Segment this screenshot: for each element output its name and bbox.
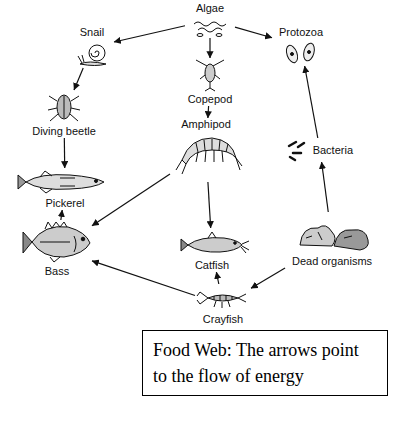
- organism-node: Amphipod: [170, 118, 242, 182]
- diving-beetle-picture: [48, 95, 80, 121]
- organism-node: Snail: [70, 26, 114, 68]
- algae-picture-part: [197, 34, 203, 37]
- amphipod-picture-part: [196, 150, 223, 162]
- bacteria-picture-part: [289, 142, 304, 160]
- pickerel-picture-part: [18, 175, 26, 189]
- organism-node: Bacteria: [285, 138, 355, 162]
- energy-arrow: [209, 38, 210, 58]
- snail-picture-part: [91, 51, 99, 57]
- amphipod-picture-part: [176, 158, 242, 174]
- dead-organisms-picture-part: [306, 232, 352, 240]
- organism-node: Pickerel: [20, 168, 110, 210]
- protozoa-picture-part: [302, 42, 316, 62]
- algae-picture-part: [216, 34, 222, 37]
- energy-arrow: [216, 272, 218, 284]
- copepod-picture: [196, 60, 224, 91]
- snail-picture-part: [80, 62, 106, 66]
- bass-picture-part: [81, 237, 85, 241]
- energy-arrow: [207, 106, 209, 118]
- protozoa-picture: [284, 42, 316, 64]
- bass-picture-part: [40, 236, 76, 252]
- algae-picture-part: [198, 28, 222, 32]
- dead-organisms-picture-part: [334, 230, 368, 250]
- organism-node: Diving beetle: [28, 90, 100, 138]
- catfish-picture-part: [188, 238, 242, 252]
- dead-organisms-picture: [300, 226, 368, 250]
- organism-label: Bacteria: [313, 144, 353, 157]
- copepod-picture-part: [196, 60, 224, 91]
- pickerel-picture-part: [26, 175, 104, 190]
- bass-picture-part: [23, 232, 32, 253]
- energy-arrow: [92, 261, 195, 296]
- energy-arrow: [74, 68, 83, 90]
- energy-arrow: [208, 182, 211, 228]
- bacteria-picture: [289, 142, 304, 160]
- snail-picture-part: [89, 45, 105, 61]
- organism-label: Copepod: [188, 93, 233, 106]
- organism-label: Dead organisms: [292, 255, 372, 268]
- amphipod-picture-part: [182, 138, 236, 164]
- crayfish-picture-part: [214, 295, 232, 301]
- protozoa-picture-part: [284, 44, 300, 64]
- energy-arrow: [251, 268, 285, 288]
- organism-node: Crayfish: [195, 284, 251, 326]
- organism-label: Protozoa: [279, 26, 323, 39]
- catfish-picture-part: [208, 232, 249, 253]
- energy-arrow: [61, 210, 62, 220]
- organism-node: Bass: [22, 220, 92, 278]
- catfish-picture: [181, 232, 249, 253]
- copepod-picture-part: [205, 64, 215, 82]
- organism-node: Algae: [185, 2, 235, 38]
- organism-label: Catfish: [195, 259, 229, 272]
- pickerel-picture-part: [40, 171, 75, 193]
- pickerel-picture: [18, 171, 104, 193]
- bass-picture: [23, 222, 90, 262]
- energy-arrow: [114, 26, 185, 42]
- dead-organisms-picture-part: [300, 226, 335, 246]
- organism-node: Dead organisms: [282, 212, 382, 268]
- pickerel-picture-part: [95, 180, 98, 183]
- energy-arrow: [235, 27, 272, 38]
- amphipod-picture: [176, 138, 242, 174]
- organism-label: Diving beetle: [32, 125, 96, 138]
- catfish-picture-part: [181, 239, 188, 251]
- diving-beetle-picture-part: [48, 96, 80, 121]
- organism-label: Algae: [196, 2, 224, 15]
- bass-picture-part: [32, 227, 90, 257]
- algae-picture-part: [194, 22, 226, 26]
- organism-node: Protozoa: [272, 26, 330, 66]
- energy-arrow: [322, 162, 329, 212]
- crayfish-picture-part: [214, 301, 230, 308]
- crayfish-picture: [197, 292, 246, 308]
- organism-node: Catfish: [180, 228, 244, 272]
- organism-label: Bass: [45, 265, 69, 278]
- organism-label: Pickerel: [45, 197, 84, 210]
- snail-picture-part: [78, 55, 84, 63]
- energy-arrow: [92, 174, 170, 226]
- snail-picture: [78, 45, 106, 66]
- algae-picture: [194, 22, 226, 37]
- catfish-picture-part: [234, 242, 237, 245]
- energy-arrow: [305, 66, 318, 138]
- energy-arrow: [64, 138, 66, 168]
- crayfish-picture-part: [208, 295, 238, 301]
- protozoa-picture-part: [308, 51, 311, 54]
- caption-box: Food Web: The arrows point to the flow o…: [142, 330, 388, 396]
- organism-node: Copepod: [185, 58, 236, 106]
- protozoa-picture-part: [291, 53, 294, 56]
- organism-label: Snail: [80, 26, 104, 39]
- organism-label: Crayfish: [203, 313, 243, 326]
- amphipod-picture-part: [196, 139, 228, 152]
- organism-label: Amphipod: [181, 118, 231, 131]
